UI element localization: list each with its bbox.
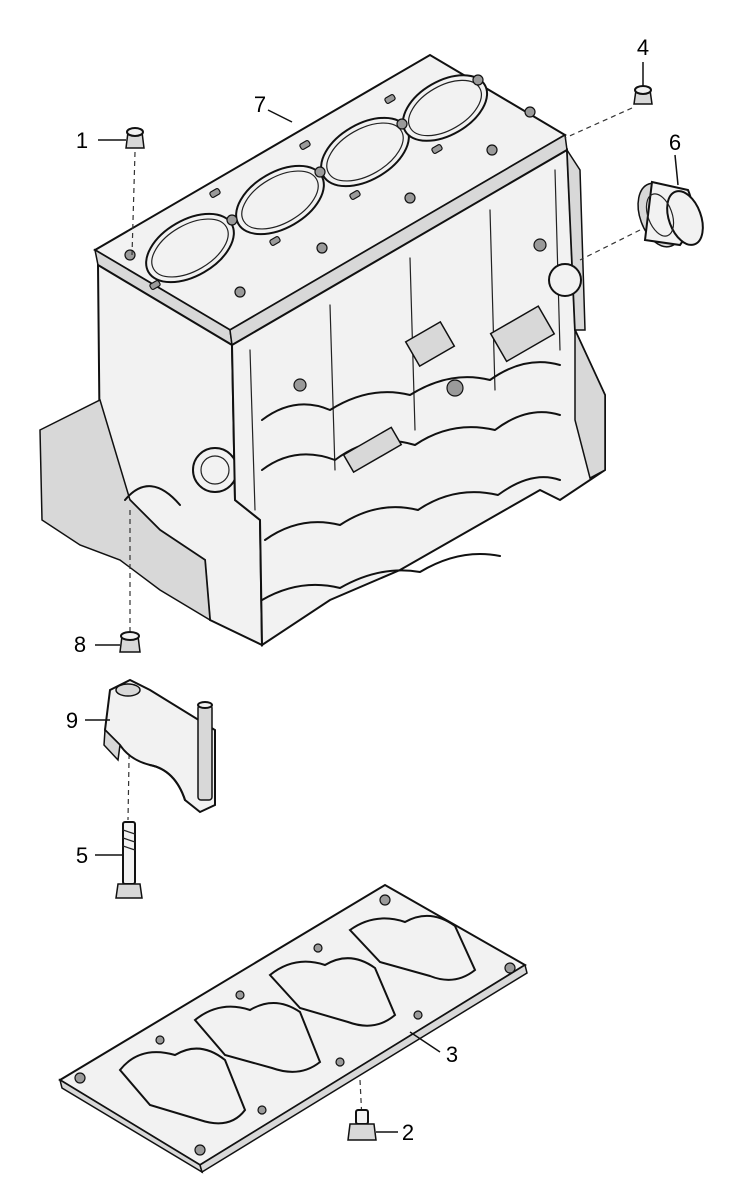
part-4-plug <box>633 62 653 105</box>
block-front-flange <box>39 398 211 622</box>
side-fittings <box>293 238 556 474</box>
part-5-bolt <box>95 821 143 899</box>
leader-7 <box>267 109 293 123</box>
leader-6 <box>674 154 679 186</box>
callout-6: 6 <box>669 130 681 155</box>
leader-3 <box>409 1031 441 1053</box>
callout-labels: 1 2 3 4 5 6 7 8 9 <box>66 35 681 1145</box>
front-crank-seal-bore <box>192 447 238 493</box>
block-rear-foot <box>574 329 606 480</box>
part-3-gasket <box>58 883 528 1174</box>
callout-3: 3 <box>446 1042 458 1067</box>
callout-9: 9 <box>66 708 78 733</box>
callout-5: 5 <box>76 843 88 868</box>
callout-4: 4 <box>637 35 649 60</box>
side-bulkheads <box>249 169 561 601</box>
part-1-plug <box>98 127 145 149</box>
callout-1: 1 <box>76 128 88 153</box>
part-8-dowel <box>95 631 141 653</box>
part-2-bolt <box>347 1109 398 1141</box>
rear-seal-bore <box>548 263 582 297</box>
engine-block <box>39 53 606 647</box>
part-9-bearing-cap <box>85 678 216 814</box>
deck-holes <box>124 74 536 298</box>
callout-8: 8 <box>74 632 86 657</box>
callout-7: 7 <box>254 92 266 117</box>
cylinder-bore-4 <box>401 74 489 142</box>
part-6-seal <box>637 154 704 248</box>
callout-2: 2 <box>402 1120 414 1145</box>
front-main-bearing-arch <box>124 485 181 506</box>
